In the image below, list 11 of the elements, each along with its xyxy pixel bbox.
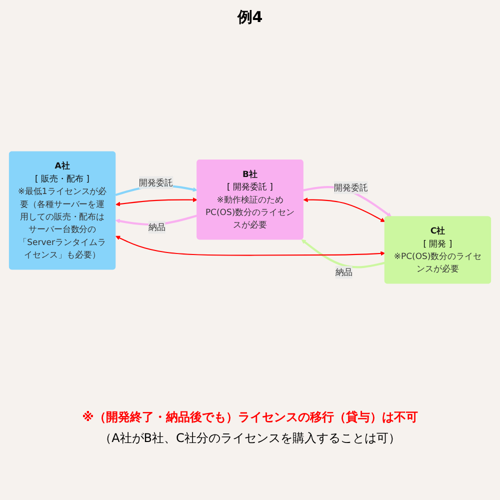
edge-label: 開発委託 [139,176,174,187]
arrow [116,235,386,256]
note-text: ※（開発終了・納品後でも）ライセンスの移行（貸与）は不可 [82,409,418,426]
edge-label: 納品 [335,266,352,277]
edge-label: 開発委託 [334,182,368,192]
diagram-title: 例4 [236,8,264,27]
arrow [115,214,198,226]
arrow [116,197,198,206]
edge-label: 納品 [148,221,166,232]
caption: （A社がB社、C社分のライセンスを購入することは可） [98,430,402,447]
arrow [301,238,386,268]
